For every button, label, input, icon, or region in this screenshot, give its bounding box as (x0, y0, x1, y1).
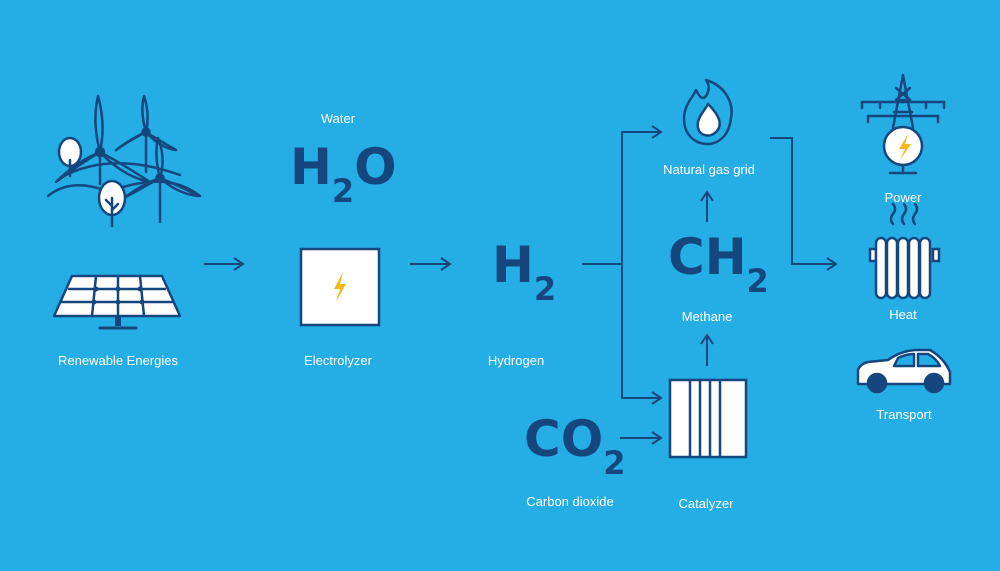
arrow-gas-grid-to-uses (770, 138, 836, 264)
car-icon (858, 350, 950, 392)
hydrogen-formula: H2 (492, 236, 556, 294)
arrow-hydrogen-to-catalyzer (622, 264, 661, 398)
electrolyzer-icon (301, 249, 379, 325)
label-carbon-dioxide: Carbon dioxide (526, 494, 613, 509)
radiator-icon (870, 204, 939, 298)
water-formula-tail: O (354, 138, 397, 196)
methane-formula-sub: 2 (747, 262, 769, 300)
methane-formula-main: CH (668, 228, 747, 286)
solar-panel-icon (54, 276, 180, 328)
co2-formula: CO2 (524, 410, 625, 468)
label-transport: Transport (876, 407, 931, 422)
label-natural-gas-grid: Natural gas grid (663, 162, 755, 177)
methane-formula: CH2 (668, 228, 769, 286)
label-water: Water (321, 111, 355, 126)
label-heat: Heat (889, 307, 916, 322)
flame-icon (684, 80, 732, 144)
water-formula: H2O (290, 138, 397, 196)
label-methane: Methane (682, 309, 733, 324)
power-pylon-icon (862, 75, 944, 173)
label-hydrogen: Hydrogen (488, 353, 544, 368)
hydrogen-formula-main: H (492, 236, 534, 294)
label-renewable-energies: Renewable Energies (58, 353, 178, 368)
arrow-hydrogen-to-gas-grid (582, 132, 661, 264)
label-catalyzer: Catalyzer (679, 496, 734, 511)
water-formula-main: H (290, 138, 332, 196)
wind-turbines-icon (48, 96, 200, 226)
co2-formula-main: CO (524, 410, 603, 468)
co2-formula-sub: 2 (603, 444, 625, 482)
label-electrolyzer: Electrolyzer (304, 353, 372, 368)
hydrogen-formula-sub: 2 (534, 270, 556, 308)
label-power: Power (885, 190, 922, 205)
water-formula-sub: 2 (332, 172, 354, 210)
catalyzer-icon (670, 380, 746, 457)
